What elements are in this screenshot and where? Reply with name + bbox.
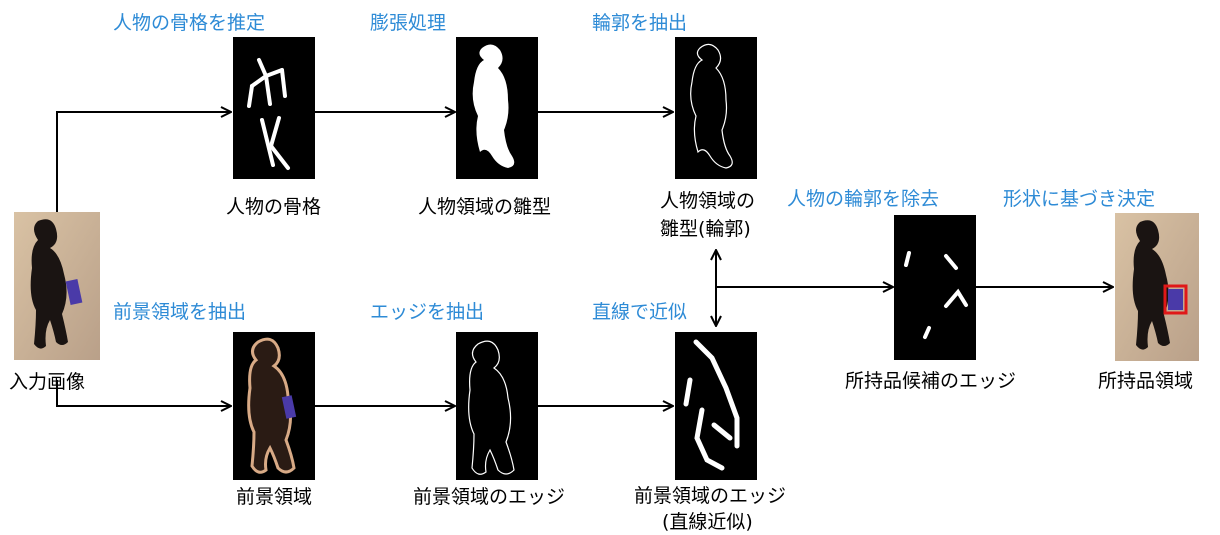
step-edge-extract: エッジを抽出 — [370, 301, 484, 323]
caption-candidate-edges: 所持品候補のエッジ — [845, 370, 1016, 392]
flow-arrows — [56, 112, 1113, 406]
caption-input-image: 入力画像 — [9, 371, 85, 393]
candidate-edges-panel — [894, 215, 976, 360]
foreground-edge-panel — [456, 332, 538, 480]
caption-foreground-edge: 前景領域のエッジ — [413, 486, 565, 508]
caption-template: 人物領域の雛型 — [418, 196, 551, 218]
foreground-panel — [233, 332, 315, 480]
foreground-edge-line-panel — [675, 332, 757, 480]
input-image — [14, 212, 100, 360]
highlight-box — [1163, 284, 1188, 315]
step-line-approx: 直線で近似 — [592, 301, 687, 323]
caption-foreground: 前景領域 — [236, 486, 312, 508]
step-shape-decide: 形状に基づき決定 — [1003, 188, 1155, 210]
step-skeleton-estimate: 人物の骨格を推定 — [113, 12, 265, 34]
step-dilation: 膨張処理 — [370, 12, 446, 34]
caption-template-contour-line1: 人物領域の — [660, 190, 755, 212]
caption-skeleton: 人物の骨格 — [226, 196, 321, 218]
caption-foreground-edge-line2: (直線近似) — [662, 511, 753, 533]
caption-foreground-edge-line1: 前景領域のエッジ — [634, 485, 786, 507]
template-panel — [456, 37, 538, 179]
caption-template-contour-line2: 雛型(輪郭) — [660, 218, 751, 240]
step-contour-extract: 輪郭を抽出 — [592, 12, 687, 34]
step-foreground-extract: 前景領域を抽出 — [113, 301, 246, 323]
belonging-region-image — [1115, 213, 1199, 361]
skeleton-panel — [233, 37, 315, 179]
caption-belonging-region: 所持品領域 — [1098, 370, 1193, 392]
template-contour-panel — [675, 37, 757, 179]
step-remove-contour: 人物の輪郭を除去 — [787, 188, 939, 210]
